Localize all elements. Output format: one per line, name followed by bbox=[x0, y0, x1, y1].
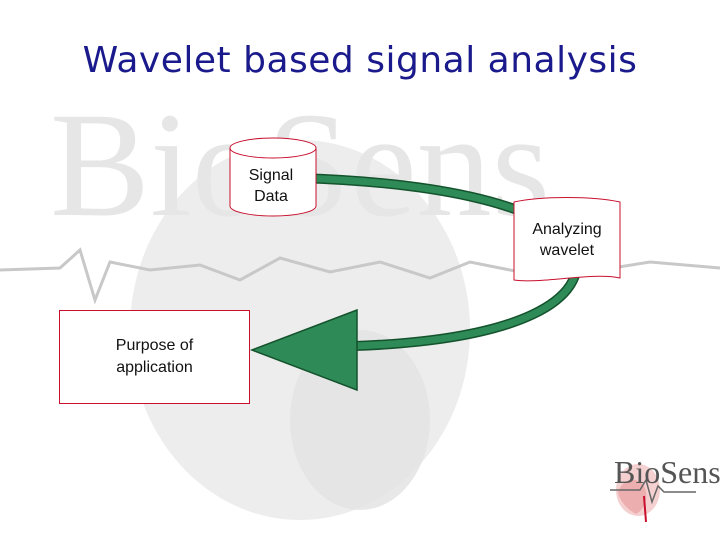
biosens-logo: BioSens bbox=[600, 452, 720, 524]
purpose-node: Purpose of application bbox=[59, 310, 250, 404]
signal-data-node bbox=[229, 137, 317, 217]
signal-data-label-line2: Data bbox=[254, 188, 288, 205]
analyzing-wavelet-label-line2: wavelet bbox=[539, 242, 595, 259]
analyzing-wavelet-label-line1: Analyzing bbox=[532, 221, 602, 238]
analyzing-wavelet-label: Analyzing wavelet bbox=[512, 219, 622, 261]
purpose-label-line2: application bbox=[116, 359, 193, 376]
signal-data-label: Signal Data bbox=[230, 165, 312, 207]
arrow-head bbox=[249, 308, 358, 392]
signal-data-label-line1: Signal bbox=[248, 167, 294, 184]
analyzing-wavelet-node bbox=[513, 197, 621, 282]
slide-title: Wavelet based signal analysis bbox=[82, 40, 638, 81]
purpose-label-line1: Purpose of bbox=[115, 337, 194, 354]
logo-text: BioSens bbox=[614, 454, 720, 490]
purpose-label: Purpose of application bbox=[116, 335, 193, 379]
logo-graphic bbox=[610, 464, 696, 523]
